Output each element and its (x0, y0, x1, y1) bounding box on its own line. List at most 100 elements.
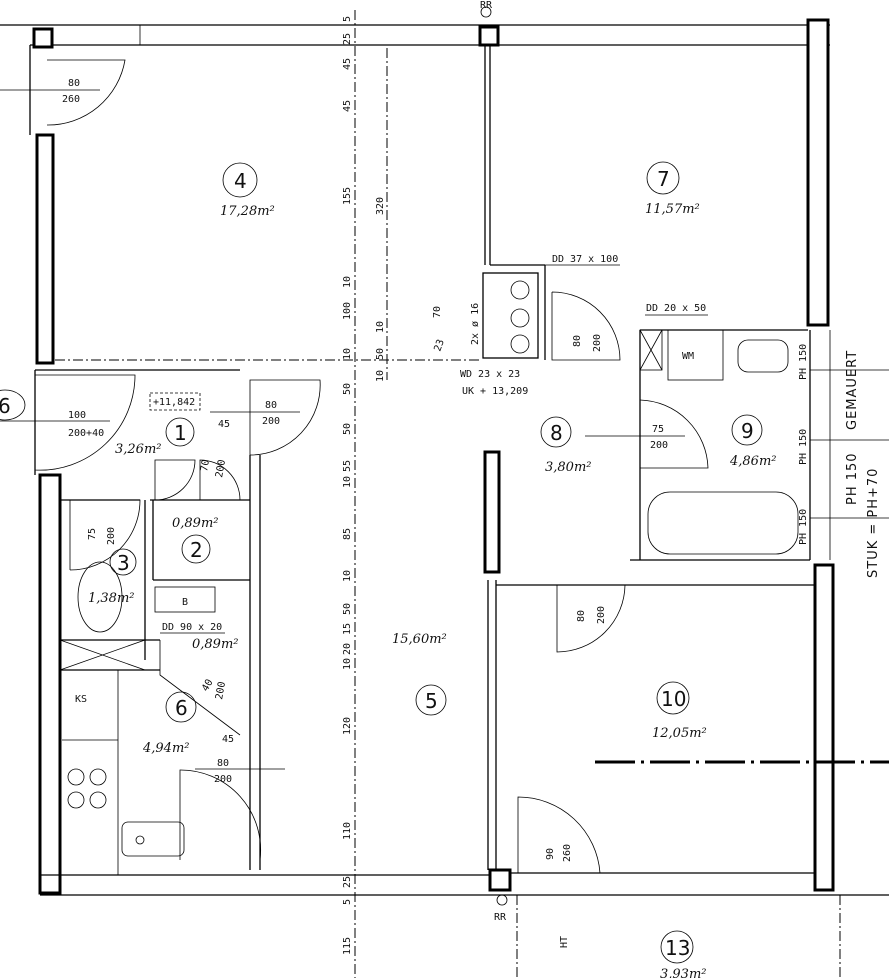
svg-text:11,57m²: 11,57m² (645, 202, 700, 217)
svg-text:115: 115 (342, 937, 353, 955)
svg-text:100: 100 (342, 302, 353, 320)
svg-text:25: 25 (342, 33, 353, 45)
svg-text:0,89m²: 0,89m² (192, 637, 238, 652)
rr-bottom-icon (496, 894, 508, 906)
svg-text:50: 50 (342, 423, 353, 435)
svg-text:10: 10 (342, 658, 353, 670)
svg-text:90: 90 (545, 848, 556, 860)
svg-text:50: 50 (342, 383, 353, 395)
fixtures (62, 6, 889, 978)
svg-text:4,94m²: 4,94m² (142, 741, 189, 756)
rr-top-icon (480, 6, 492, 18)
svg-text:PH 150: PH 150 (798, 429, 809, 465)
svg-text:2x ø 16: 2x ø 16 (470, 303, 481, 345)
svg-text:GEMAUERT: GEMAUERT (845, 350, 860, 430)
svg-text:5: 5 (342, 16, 353, 22)
svg-text:260: 260 (62, 94, 80, 105)
svg-text:260: 260 (562, 844, 573, 862)
svg-text:WM: WM (682, 351, 694, 362)
svg-text:55: 55 (342, 460, 353, 472)
svg-text:45: 45 (222, 734, 234, 745)
svg-text:10: 10 (342, 276, 353, 288)
svg-text:80: 80 (572, 335, 583, 347)
svg-text:200: 200 (106, 527, 117, 545)
wall-room7-right (806, 18, 830, 327)
washing-machine-icon (667, 329, 724, 381)
flue-icon (510, 280, 530, 300)
column-bottom (488, 868, 512, 892)
svg-text:STUK = PH+70: STUK = PH+70 (866, 468, 881, 578)
svg-text:200: 200 (214, 681, 228, 701)
shaft-icon (639, 329, 663, 371)
svg-text:+11,842: +11,842 (153, 397, 195, 408)
svg-text:5: 5 (425, 689, 438, 713)
stove-burner-icon (67, 768, 85, 786)
svg-text:80: 80 (576, 610, 587, 622)
dimension-chain-b: 320 10 50 10 70 23 (375, 48, 447, 382)
stove-burner-icon (67, 791, 85, 809)
svg-text:1,38m²: 1,38m² (88, 591, 134, 606)
svg-text:100: 100 (68, 410, 86, 421)
svg-text:75: 75 (652, 424, 664, 435)
svg-text:UK + 13,209: UK + 13,209 (462, 386, 528, 397)
svg-text:200: 200 (650, 440, 668, 451)
washbasin-icon (737, 339, 789, 373)
svg-text:200: 200 (214, 774, 232, 785)
svg-text:10: 10 (375, 321, 386, 333)
svg-text:200: 200 (596, 606, 607, 624)
svg-text:2: 2 (190, 538, 203, 562)
svg-text:70: 70 (432, 306, 443, 318)
svg-text:12,05m²: 12,05m² (652, 726, 707, 741)
svg-text:PH 150: PH 150 (798, 509, 809, 545)
room-13: 133,93m² (660, 930, 706, 978)
svg-text:4,86m²: 4,86m² (729, 454, 776, 469)
svg-text:0,89m²: 0,89m² (172, 516, 218, 531)
svg-text:85: 85 (342, 528, 353, 540)
room-5: 515,60m² (392, 632, 447, 716)
svg-text:50: 50 (342, 603, 353, 615)
room-7: 7 11,57m² (645, 161, 700, 217)
wall-hall-thick (483, 450, 501, 574)
toilet-icon (77, 561, 123, 633)
svg-text:40: 40 (200, 678, 216, 694)
svg-text:PH 150: PH 150 (798, 344, 809, 380)
stove-burner-icon (89, 768, 107, 786)
svg-text:4: 4 (234, 169, 247, 193)
wall-room4-left (35, 133, 55, 365)
svg-text:10: 10 (342, 348, 353, 360)
room-9: 9 4,86m² (729, 414, 776, 469)
svg-text:5: 5 (342, 899, 353, 905)
svg-text:9: 9 (741, 419, 754, 443)
room-8: 83,80m² (540, 416, 591, 475)
svg-text:50: 50 (375, 348, 386, 360)
svg-text:15: 15 (342, 623, 353, 635)
flue-icon (510, 334, 530, 354)
svg-text:DD 90 x 20: DD 90 x 20 (162, 622, 222, 633)
svg-text:45: 45 (218, 419, 230, 430)
room-4: 4 17,28m² (220, 162, 275, 219)
chimney-block (482, 272, 539, 359)
svg-text:3: 3 (117, 551, 130, 575)
svg-text:DD 37 x 100: DD 37 x 100 (552, 254, 618, 265)
stove-burner-icon (89, 791, 107, 809)
svg-text:7: 7 (657, 167, 670, 191)
svg-text:23: 23 (432, 338, 446, 353)
external-room-ref: 6 (0, 389, 26, 421)
svg-text:45: 45 (342, 58, 353, 70)
svg-text:PH 150: PH 150 (845, 452, 860, 505)
svg-text:10: 10 (342, 570, 353, 582)
svg-text:WD 23 x 23: WD 23 x 23 (460, 369, 520, 380)
door-swings (34, 59, 709, 874)
svg-text:200: 200 (262, 416, 280, 427)
svg-text:80: 80 (265, 400, 277, 411)
svg-text:17,28m²: 17,28m² (220, 204, 275, 219)
room-2: 2 0,89m² (172, 516, 218, 564)
svg-text:320: 320 (375, 197, 386, 215)
svg-text:110: 110 (342, 822, 353, 840)
room-labels: 13,26m² 20,89m² 31,38m² 417,28m² 515,60m… (0, 161, 776, 978)
svg-text:155: 155 (342, 187, 353, 205)
svg-text:1: 1 (174, 421, 187, 445)
sink-icon (121, 821, 185, 857)
